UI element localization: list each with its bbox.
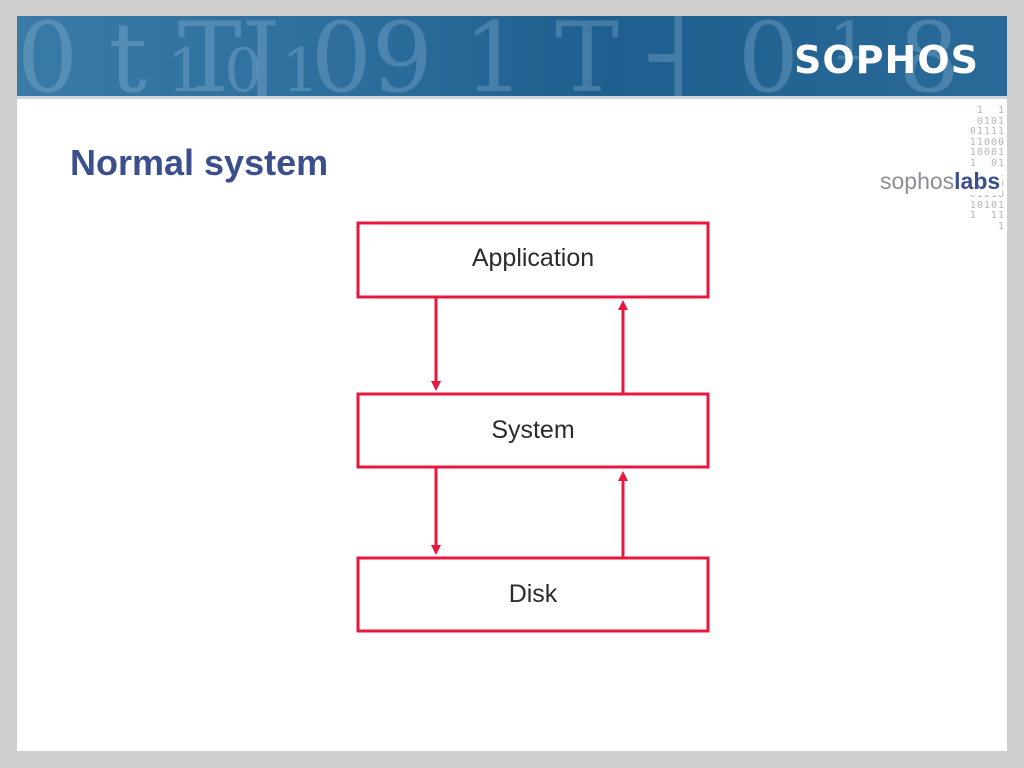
node-disk-label: Disk (508, 580, 558, 608)
node-system-box (356, 392, 710, 469)
header-banner: 0 t TJ 09 1 T ┤ 0 ¹ 8 1 0 1 SOPHOS (17, 16, 1007, 99)
banner-divider (17, 96, 1007, 99)
sophoslabs-logo: 1 1 0101 01111 11000 10001 1 01 11001 01… (877, 105, 1007, 256)
node-application-box (356, 221, 710, 299)
node-system-label: System (491, 416, 575, 444)
sophoslabs-wordmark: sophoslabs (880, 168, 1003, 195)
banner-digits-decoration: 0 t TJ 09 1 T ┤ 0 ¹ 8 (17, 16, 960, 99)
sophos-logo: SOPHOS (794, 38, 979, 82)
node-application-label: Application (471, 244, 595, 272)
banner-digits-decoration: 1 0 1 (167, 36, 320, 99)
page-title: Normal system (70, 142, 329, 183)
node-disk-box (356, 556, 710, 633)
